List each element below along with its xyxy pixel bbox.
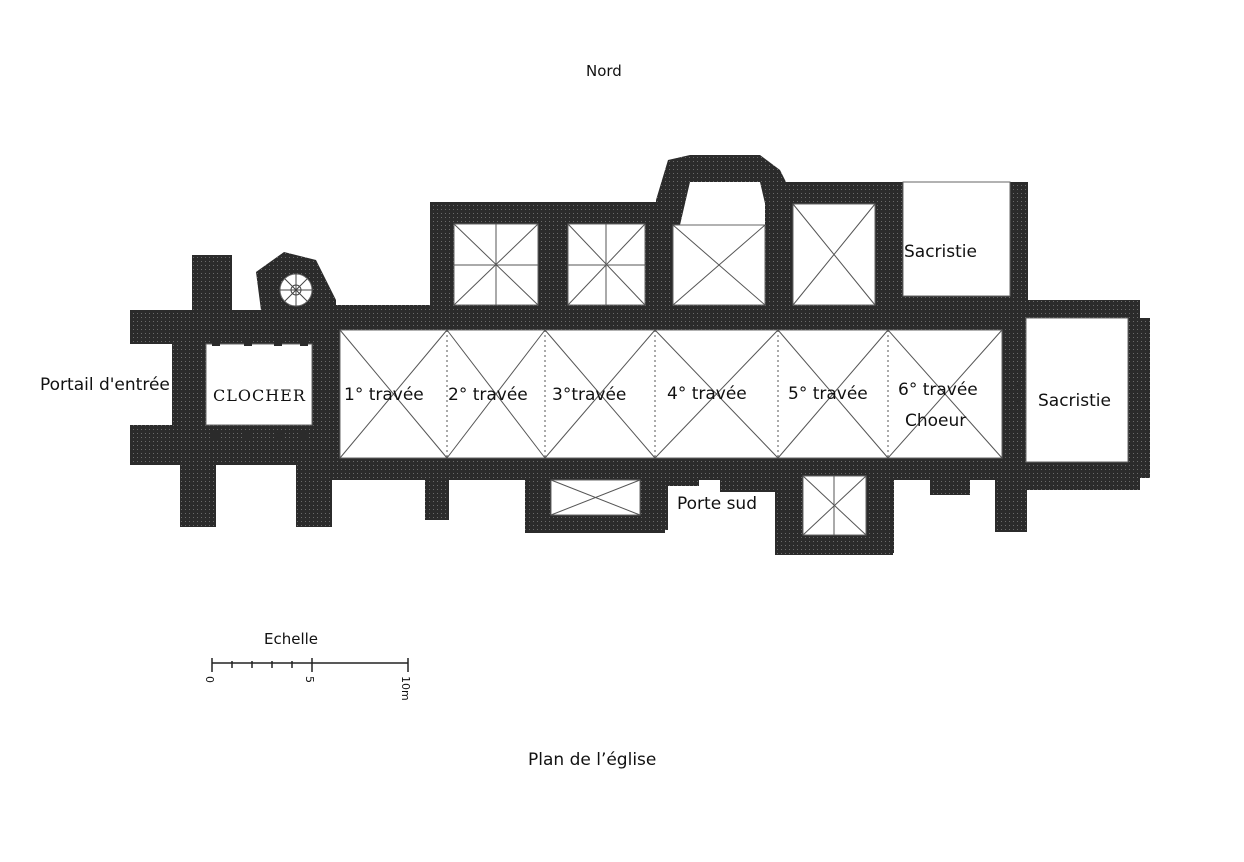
caption: Plan de l’église [528, 750, 657, 770]
scale-title: Echelle [264, 630, 319, 648]
scale-tick-10: 10m [399, 676, 412, 701]
scale-tick-0: 0 [203, 676, 216, 683]
travee-3-label: 3°travée [552, 385, 627, 405]
travee-1-label: 1° travée [344, 385, 424, 405]
choeur-label: Choeur [905, 411, 967, 431]
tower-piers [212, 338, 1020, 440]
vault-ribs [339, 203, 1003, 536]
scale-bar [211, 658, 409, 672]
portail-label: Portail d'entrée [40, 375, 170, 395]
travee-5-label: 5° travée [788, 384, 868, 404]
sacristie-east-label: Sacristie [1038, 391, 1111, 411]
spiral-stair [280, 274, 312, 306]
travee-4-label: 4° travée [667, 384, 747, 404]
sacristie-north-label: Sacristie [904, 242, 977, 262]
travee-2-label: 2° travée [448, 385, 528, 405]
porte-sud-label: Porte sud [677, 494, 757, 514]
travee-6-label: 6° travée [898, 380, 978, 400]
scale-tick-5: 5 [303, 676, 316, 683]
clocher-label: CLOCHER [213, 386, 306, 405]
north-label: Nord [586, 62, 622, 80]
walls [130, 155, 1150, 555]
